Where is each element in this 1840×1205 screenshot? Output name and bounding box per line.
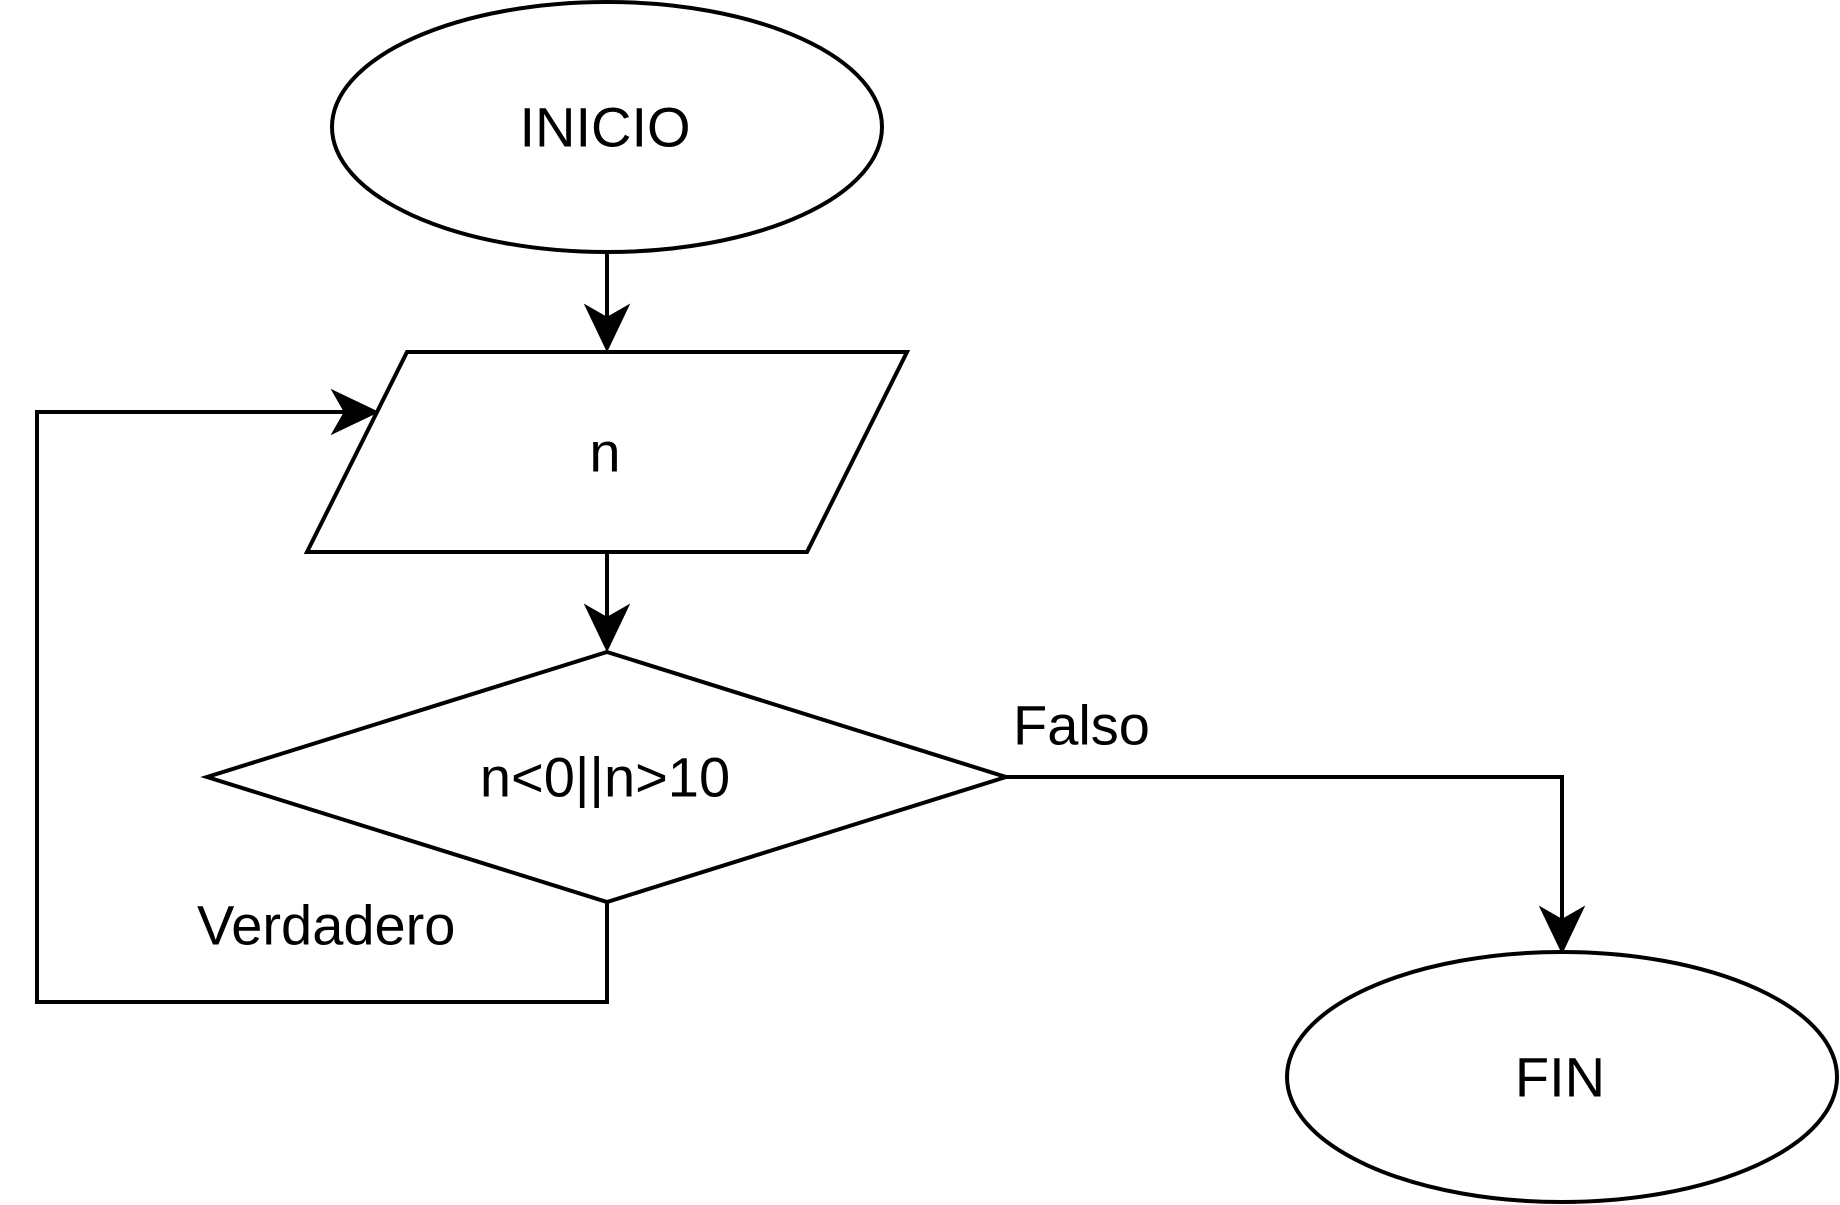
arrowhead-start-to-input: [583, 303, 631, 353]
end-node[interactable]: FIN: [1285, 950, 1839, 1204]
arrowhead-false-branch: [1538, 905, 1586, 955]
end-ellipse: [1285, 950, 1839, 1204]
start-label: INICIO: [519, 96, 690, 159]
decision-diamond: [200, 649, 1013, 905]
edge-false-branch: [1006, 775, 1564, 947]
start-node[interactable]: INICIO: [330, 0, 884, 254]
arrowhead-true-branch: [330, 388, 380, 436]
decision-label: n<0||n>10: [480, 746, 730, 809]
input-label: n: [589, 421, 620, 484]
edge-true-branch-loop: [35, 410, 609, 1004]
false-branch-label: Falso: [1013, 694, 1150, 757]
connectors: [35, 252, 1586, 1004]
input-parallelogram: [303, 350, 911, 554]
start-ellipse: [330, 0, 884, 254]
true-branch-label: Verdadero: [197, 894, 455, 957]
arrowhead-input-to-decision: [583, 603, 631, 653]
decision-node[interactable]: n<0||n>10: [200, 649, 1013, 905]
end-label: FIN: [1515, 1046, 1605, 1109]
input-node[interactable]: n: [303, 350, 911, 554]
